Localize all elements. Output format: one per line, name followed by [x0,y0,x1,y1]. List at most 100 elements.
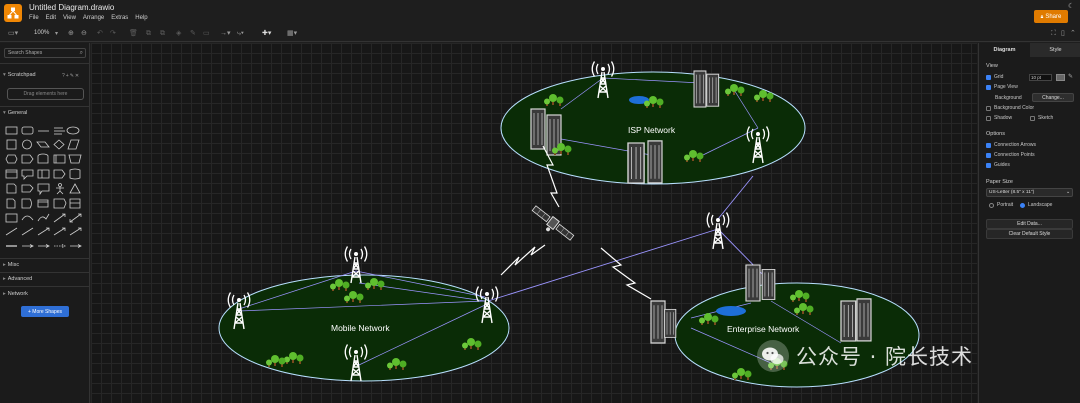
zoom-chevron-icon[interactable]: ▾ [55,31,59,37]
fullscreen-icon[interactable]: ⛶ [1051,30,1056,37]
diagram-drawing: ISP Network Mobile Network Enterprise Ne… [218,60,920,388]
page-view-row[interactable]: Page View [986,84,1018,90]
tab-style[interactable]: Style [1030,43,1080,57]
shadow-checkbox[interactable] [986,115,991,121]
toolbar: ▭▾ 100% ▾ ⊕ ⊖ ↶ ↷ 🗑︎ ⧉ ⧉ ◈ ✎ ▭ →▾ ⤷▾ ✚▾ … [0,27,1080,42]
connection-arrows-row[interactable]: Connection Arrows [986,142,1036,148]
portrait-option[interactable]: Portrait [989,202,1013,208]
connection-icon[interactable]: →▾ [220,30,231,37]
share-button[interactable]: 🔒︎ Share [1034,10,1068,23]
waypoints-icon[interactable]: ⤷▾ [237,30,244,37]
redo-icon[interactable]: ↷ [110,30,116,37]
dark-mode-icon[interactable]: ☾ [1068,3,1075,10]
insert-icon[interactable]: ✚▾ [262,30,272,37]
watermark: 公众号 · 院长技术 [756,336,973,376]
pencil-icon[interactable]: ✎ [1068,74,1074,80]
chevron-down-icon: ▾ [3,110,6,116]
sketch-row[interactable]: Sketch [1030,115,1053,121]
edit-data-button[interactable]: Edit Data... [986,219,1073,229]
section-scratchpad[interactable]: ▾Scratchpad [3,72,36,78]
tab-diagram[interactable]: Diagram [979,43,1030,57]
isp-network-label: ISP Network [628,125,676,135]
guides-checkbox[interactable] [986,162,991,168]
background-color-checkbox[interactable] [986,105,991,111]
page-view-checkbox[interactable] [986,84,991,90]
guides-row[interactable]: Guides [986,162,1010,168]
delete-icon[interactable]: 🗑︎ [129,30,138,37]
zoom-in-icon[interactable]: ⊕ [68,30,74,37]
connection-points-checkbox[interactable] [986,152,991,158]
paper-size-select[interactable]: US-Letter (8.5" x 11") ⌄ [986,188,1073,197]
to-front-icon[interactable]: ⧉ [146,30,151,37]
divider [0,106,90,107]
diagram-canvas[interactable]: ISP Network Mobile Network Enterprise Ne… [91,43,977,403]
section-label: Misc [7,262,20,268]
drag-hint: Drag elements here [23,91,68,97]
section-label: General [7,110,28,116]
shadow-icon[interactable]: ▭ [203,30,210,37]
line-color-icon[interactable]: ✎ [190,30,196,37]
search-icon[interactable]: ⌕ [79,50,83,56]
document-title[interactable]: Untitled Diagram.drawio [29,3,115,12]
paper-size-value: US-Letter (8.5" x 11") [989,190,1035,195]
satellite-icon [531,205,575,241]
paper-size-heading: Paper Size [986,179,1013,185]
portrait-radio[interactable] [989,202,994,208]
watermark-text: 公众号 · 院长技术 [796,345,974,369]
menu-edit[interactable]: Edit [45,15,57,21]
sketch-checkbox[interactable] [1030,115,1035,121]
connection-arrows-checkbox[interactable] [986,142,991,148]
page-view-label: Page View [994,84,1018,90]
zoom-level[interactable]: 100% [34,30,50,36]
grid-size-input[interactable]: 10 pt [1029,74,1052,81]
section-label: Scratchpad [7,72,36,78]
scratchpad-tools[interactable]: ?+✎✕ [62,73,81,79]
section-label: Advanced [7,276,33,282]
mobile-network-label: Mobile Network [331,323,390,333]
menu-arrange[interactable]: Arrange [82,15,105,21]
collapse-icon[interactable]: ⌃ [1070,30,1076,37]
format-panel-icon[interactable]: ▭▾ [8,30,19,37]
shadow-row[interactable]: Shadow [986,115,1012,121]
connection-arrows-label: Connection Arrows [994,142,1036,148]
shapes-sidebar: Search Shapes ⌕ ▾Scratchpad ?+✎✕ Drag el… [0,43,90,403]
table-icon[interactable]: ▦▾ [287,30,298,37]
search-input[interactable]: Search Shapes ⌕ [4,48,86,58]
grid-color-swatch[interactable] [1056,74,1065,81]
menu-extras[interactable]: Extras [111,15,129,21]
grid-checkbox[interactable] [986,74,991,80]
section-general[interactable]: ▾General [3,110,27,116]
menu-view[interactable]: View [63,15,76,21]
background-color-row[interactable]: Background Color [986,105,1034,111]
grid-row[interactable]: Grid [986,74,1003,80]
section-misc[interactable]: ▸Misc [3,262,19,268]
portrait-label: Portrait [997,202,1014,208]
zoom-out-icon[interactable]: ⊖ [81,30,87,37]
connection-points-row[interactable]: Connection Points [986,152,1035,158]
grid-label: Grid [994,74,1004,80]
view-heading: View [986,63,998,69]
more-shapes-button[interactable]: + More Shapes [21,306,69,317]
chevron-right-icon: ▸ [3,276,6,282]
change-background-button[interactable]: Change... [1032,93,1074,102]
wechat-logo-icon [757,340,789,372]
clear-default-style-button[interactable]: Clear Default Style [986,229,1073,239]
chevron-right-icon: ▸ [3,262,6,268]
to-back-icon[interactable]: ⧉ [160,30,165,37]
drawio-logo-icon[interactable] [4,4,22,22]
scratchpad-drop-area[interactable]: Drag elements here [7,88,84,100]
landscape-radio[interactable] [1020,202,1025,208]
background-label: Background [995,95,1022,101]
fill-color-icon[interactable]: ◈ [176,30,182,37]
general-shapes-palette[interactable] [4,124,86,254]
menu-file[interactable]: File [29,15,39,21]
landscape-option[interactable]: Landscape [1020,202,1052,208]
section-network[interactable]: ▸Network [3,291,28,297]
section-advanced[interactable]: ▸Advanced [3,276,32,282]
guides-label: Guides [994,162,1010,168]
chevron-down-icon: ▾ [3,72,6,78]
undo-icon[interactable]: ↶ [97,30,103,37]
background-color-label: Background Color [994,105,1035,111]
format-toggle-icon[interactable]: ▯ [1061,30,1065,37]
menu-help[interactable]: Help [135,15,148,21]
